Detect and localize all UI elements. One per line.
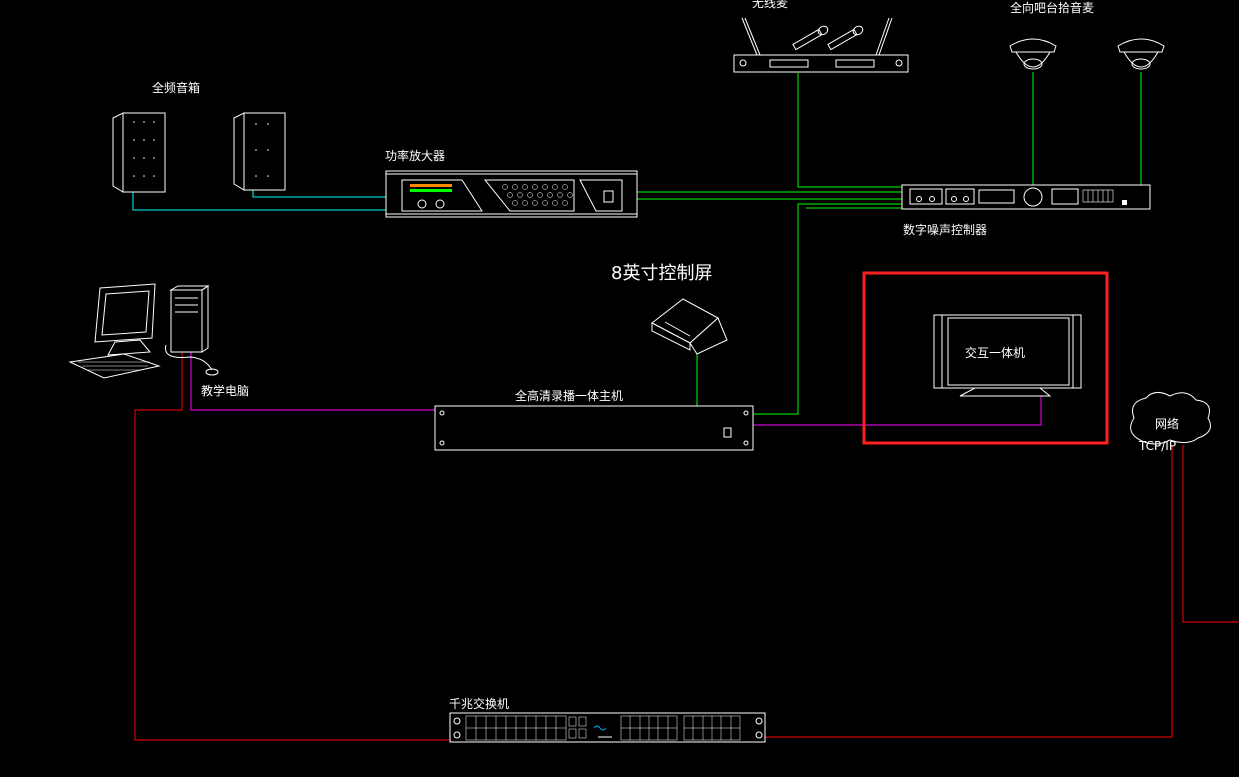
mic-dsp-line xyxy=(797,73,902,188)
interactive-panel-label: 交互一体机 xyxy=(965,345,1025,360)
control-screen-label: 8英寸控制屏 xyxy=(611,263,712,284)
dsp-controller xyxy=(901,184,1151,210)
tcpip-label: TCP/IP xyxy=(1138,439,1176,453)
speaker-line-right xyxy=(252,190,388,198)
recorder-host xyxy=(434,405,754,451)
speaker-right xyxy=(233,112,286,191)
pc-recorder-line xyxy=(190,352,436,411)
speaker-line-left xyxy=(132,190,388,211)
recorder-panel-line xyxy=(753,396,1042,426)
wireless-mic-receiver xyxy=(733,17,909,73)
control-screen-8inch xyxy=(651,298,728,355)
switch-cloud-line xyxy=(765,445,1173,738)
ceiling-mic-1 xyxy=(1009,38,1057,70)
teacher-pc xyxy=(68,283,219,379)
pc-switch-line xyxy=(134,352,450,741)
recorder-label: 全高清录播一体主机 xyxy=(515,388,623,403)
ceiling-mic-2 xyxy=(1117,38,1165,70)
wireless-mic-label: 无线麦 xyxy=(752,0,788,10)
interactive-panel xyxy=(933,314,1082,397)
network-cloud-icon xyxy=(1130,392,1211,445)
gigabit-switch xyxy=(449,712,766,743)
dsp-label: 数字噪声控制器 xyxy=(903,222,987,237)
amplifier-label: 功率放大器 xyxy=(385,148,445,163)
recorder-dsp-line xyxy=(753,203,902,415)
speaker-left xyxy=(112,112,166,193)
network-label: 网络 xyxy=(1155,416,1179,431)
ceiling-mic-label: 全向吧台拾音麦 xyxy=(1010,0,1094,15)
speaker-label: 全频音箱 xyxy=(152,80,200,95)
cloud-out-line xyxy=(1182,445,1239,623)
highlight-box xyxy=(862,271,1109,445)
teacher-pc-label: 教学电脑 xyxy=(201,383,249,398)
switch-label: 千兆交换机 xyxy=(449,696,509,711)
amplifier xyxy=(385,170,638,218)
